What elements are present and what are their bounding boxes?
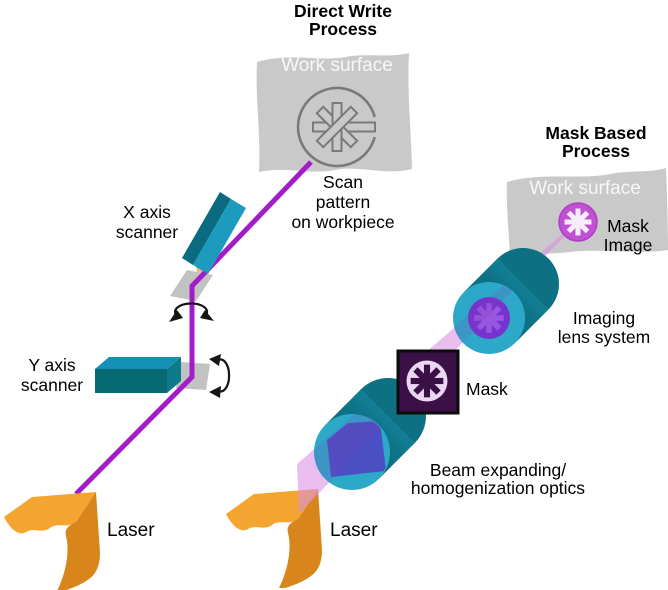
mask-image-icon: [558, 202, 598, 242]
y-scanner-box: [95, 357, 181, 393]
laser-beam-path: [74, 160, 313, 496]
laser-left-label: Laser: [107, 520, 155, 541]
mask-image-label: Mask Image: [603, 216, 653, 255]
work-surface-left-label: Work surface: [281, 55, 393, 76]
imaging-lens-label: Imaging lens system: [557, 308, 651, 347]
y-scanner-label: Y axis scanner: [20, 355, 84, 395]
x-scanner-label: X axis scanner: [115, 202, 179, 242]
imaging-lens-system: [453, 248, 559, 354]
mask-based-title: Mask Based Process: [545, 123, 647, 161]
scan-pattern-label: Scan pattern on workpiece: [291, 172, 395, 232]
scan-pattern-asterisk-icon: [312, 102, 376, 152]
y-mirror-rotation-arrow-icon: [209, 354, 231, 398]
x-scanner-box: [182, 192, 246, 274]
mask-asterisk-icon: [410, 364, 444, 398]
beam-optics-label: Beam expanding/ homogenization optics: [410, 460, 586, 498]
expander-blue-aperture: [327, 421, 386, 477]
work-surface-right-label: Work surface: [529, 178, 641, 199]
x-mirror-rotation-arrow-icon: [169, 302, 214, 322]
mask-label: Mask: [466, 379, 508, 399]
scan-pattern-circle: [296, 86, 376, 168]
laser-right-label: Laser: [330, 520, 378, 541]
laser-left: [4, 492, 100, 590]
direct-write-title: Direct Write Process: [294, 1, 392, 39]
mask-plate: [396, 349, 460, 415]
